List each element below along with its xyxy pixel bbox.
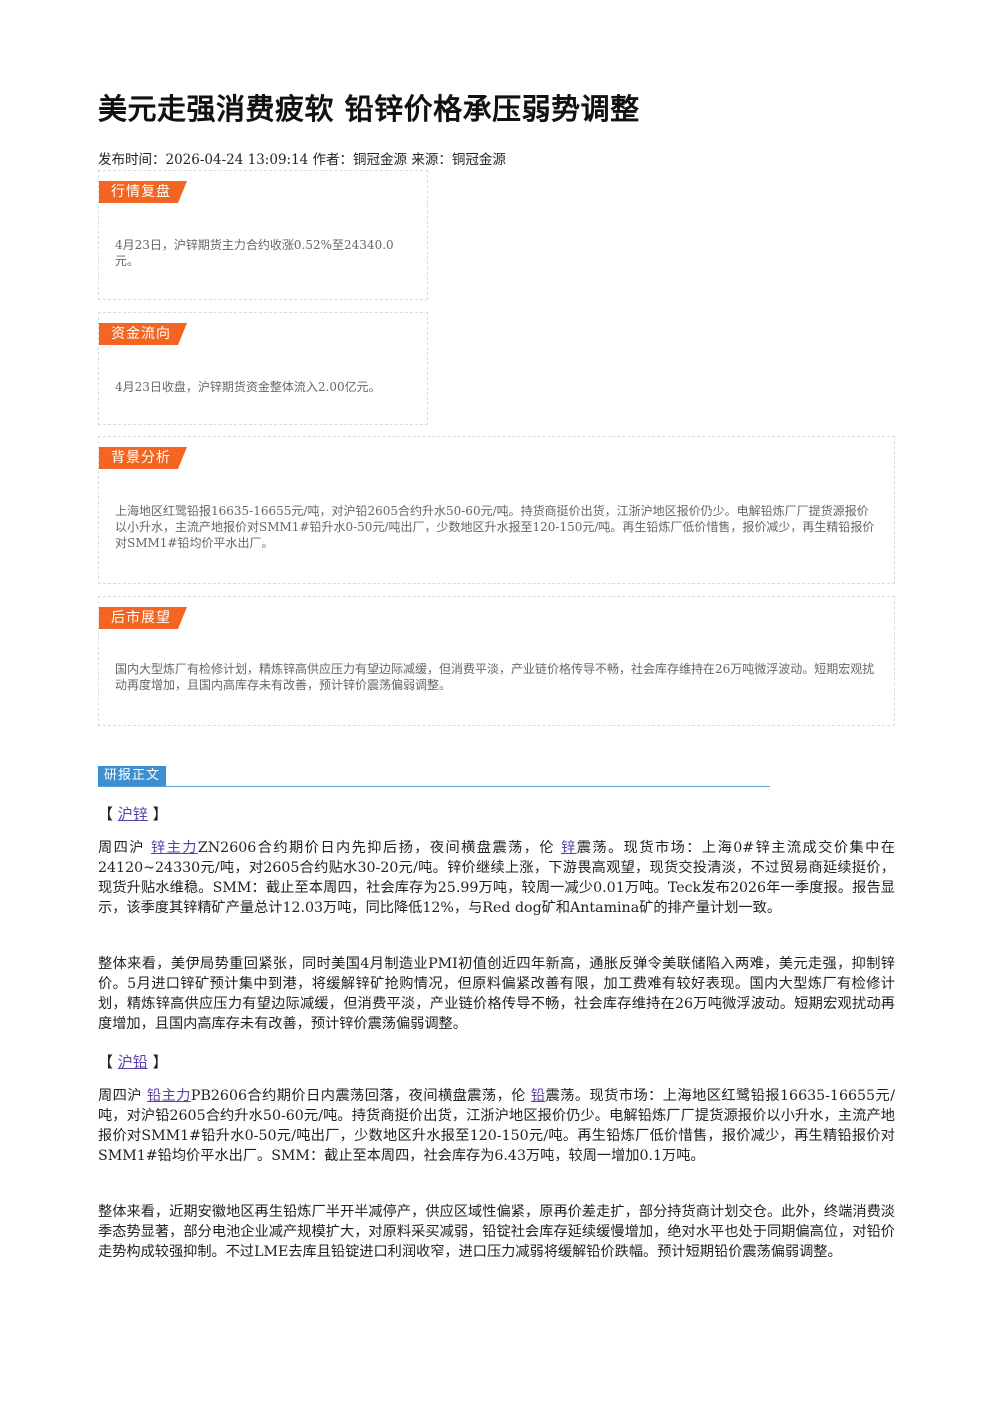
lead-link[interactable]: 沪铅 xyxy=(117,1053,148,1071)
zinc-p1-mid: ZN2606合约期价日内先抑后扬，夜间横盘震荡，伦 xyxy=(197,840,556,856)
zinc-paragraph-1: 周四沪 锌主力ZN2606合约期价日内先抑后扬，夜间横盘震荡，伦 锌震荡。现货市… xyxy=(98,838,895,918)
lead-bracket-open: 【 xyxy=(98,1053,114,1071)
background-analysis-text: 上海地区红鹭铅报16635-16655元/吨，对沪铅2605合约升水50-60元… xyxy=(115,504,875,550)
lead-paragraph-2: 整体来看，近期安徽地区再生铅炼厂半开半减停产，供应区域性偏紧，原再价差走扩，部分… xyxy=(98,1204,895,1260)
zinc-p1-rest: 震荡。现货市场：上海0#锌主流成交价集中在24120~24330元/吨，对260… xyxy=(98,840,895,916)
lead-heading: 【 沪铅 】 xyxy=(98,1051,168,1072)
market-review-box: 行情复盘 4月23日，沪锌期货主力合约收涨0.52%至24340.0元。 xyxy=(98,170,428,300)
lead-p1-mid: PB2606合约期价日内震荡回落，夜间横盘震荡，伦 xyxy=(190,1088,526,1104)
outlook-tag: 后市展望 xyxy=(99,607,187,629)
outlook-text: 国内大型炼厂有检修计划，精炼锌高供应压力有望边际减缓，但消费平淡，产业链价格传导… xyxy=(115,662,875,692)
publish-meta: 发布时间：2026-04-24 13:09:14 作者：铜冠金源 来源：铜冠金源 xyxy=(98,152,506,168)
zinc-paragraph-2: 整体来看，美伊局势重回紧张，同时美国4月制造业PMI初值创近四年新高，通胀反弹令… xyxy=(98,956,895,1032)
lme-lead-link[interactable]: 铅 xyxy=(530,1088,546,1104)
outlook-box: 后市展望 国内大型炼厂有检修计划，精炼锌高供应压力有望边际减缓，但消费平淡，产业… xyxy=(98,596,895,726)
fund-flow-tag: 资金流向 xyxy=(99,323,187,345)
zinc-bracket-close: 】 xyxy=(152,805,168,823)
zinc-heading: 【 沪锌 】 xyxy=(98,803,168,824)
page-title: 美元走强消费疲软 铅锌价格承压弱势调整 xyxy=(98,92,640,126)
lead-paragraph-1: 周四沪 铅主力PB2606合约期价日内震荡回落，夜间横盘震荡，伦 铅震荡。现货市… xyxy=(98,1086,895,1166)
report-body-tag: 研报正文 xyxy=(98,766,167,786)
lme-zinc-link[interactable]: 锌 xyxy=(561,840,577,856)
zinc-bracket-open: 【 xyxy=(98,805,114,823)
lead-p1-prefix: 周四沪 xyxy=(98,1088,142,1104)
fund-flow-box: 资金流向 4月23日收盘，沪锌期货资金整体流入2.00亿元。 xyxy=(98,312,428,425)
zinc-main-contract-link[interactable]: 锌主力 xyxy=(150,840,198,856)
background-analysis-tag: 背景分析 xyxy=(99,447,187,469)
zinc-p1-prefix: 周四沪 xyxy=(98,840,145,856)
lead-bracket-close: 】 xyxy=(152,1053,168,1071)
lead-p1-rest: 震荡。现货市场：上海地区红鹭铅报16635-16655元/吨，对沪铅2605合约… xyxy=(98,1088,895,1164)
lead-main-contract-link[interactable]: 铅主力 xyxy=(146,1088,191,1104)
report-body-header: 研报正文 xyxy=(98,766,770,787)
background-analysis-box: 背景分析 上海地区红鹭铅报16635-16655元/吨，对沪铅2605合约升水5… xyxy=(98,436,895,584)
zinc-link[interactable]: 沪锌 xyxy=(117,805,148,823)
market-review-text: 4月23日，沪锌期货主力合约收涨0.52%至24340.0元。 xyxy=(115,238,394,268)
market-review-tag: 行情复盘 xyxy=(99,181,187,203)
fund-flow-text: 4月23日收盘，沪锌期货资金整体流入2.00亿元。 xyxy=(115,380,381,394)
